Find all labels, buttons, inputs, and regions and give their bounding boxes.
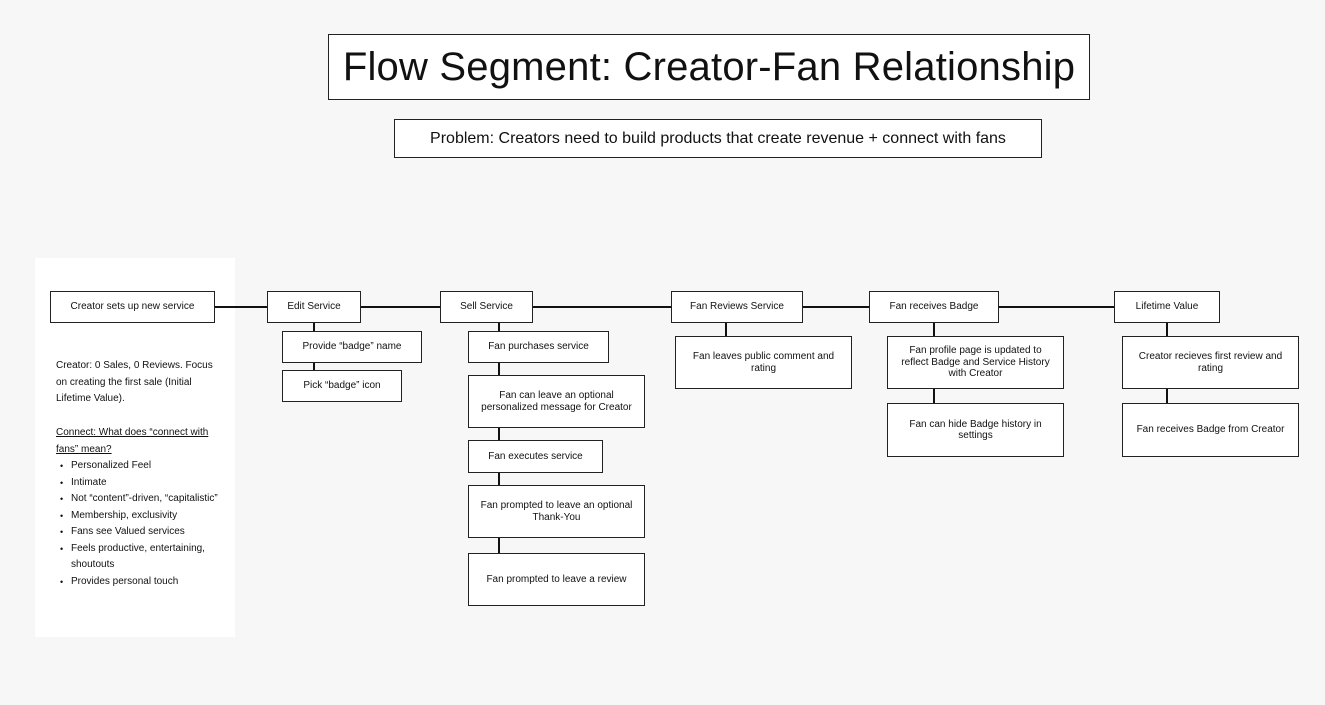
step-fan-hide-badge-history: Fan can hide Badge history in settings	[887, 403, 1064, 457]
connect-list-item: Fans see Valued services	[56, 524, 221, 541]
connector-line	[498, 427, 500, 441]
stage-sell-service: Sell Service	[440, 291, 533, 323]
connector-line	[498, 323, 500, 332]
step-fan-executes-service: Fan executes service	[468, 440, 603, 473]
connector-line	[933, 323, 935, 337]
step-fan-thank-you: Fan prompted to leave an optional Thank-…	[468, 485, 645, 538]
connect-list-item: Provides personal touch	[56, 574, 221, 591]
problem-statement: Problem: Creators need to build products…	[394, 119, 1042, 158]
connect-list-item: Personalized Feel	[56, 458, 221, 475]
step-pick-badge-icon: Pick “badge” icon	[282, 370, 402, 402]
connector-line	[313, 362, 315, 371]
connector-line	[1166, 388, 1168, 404]
stage-creator-setup: Creator sets up new service	[50, 291, 215, 323]
connect-list-item: Feels productive, entertaining, shoutout…	[56, 541, 221, 574]
creator-summary-note: Creator: 0 Sales, 0 Reviews. Focus on cr…	[56, 360, 213, 404]
step-fan-profile-updated: Fan profile page is updated to reflect B…	[887, 336, 1064, 389]
connect-list-item: Intimate	[56, 475, 221, 492]
connector-line	[725, 323, 727, 337]
connect-list-item: Membership, exclusivity	[56, 508, 221, 525]
connector-line	[498, 537, 500, 554]
connect-heading: Connect: What does “connect with fans” m…	[56, 427, 209, 455]
step-fan-personalized-message: Fan can leave an optional personalized m…	[468, 375, 645, 428]
connect-list-item: Not “content”-driven, “capitalistic”	[56, 491, 221, 508]
step-fan-leave-review: Fan prompted to leave a review	[468, 553, 645, 606]
connector-line	[498, 472, 500, 486]
stage-fan-receives-badge: Fan receives Badge	[869, 291, 999, 323]
connector-line	[1166, 323, 1168, 337]
connector-line	[313, 323, 315, 332]
step-fan-purchases-service: Fan purchases service	[468, 331, 609, 363]
page-title: Flow Segment: Creator-Fan Relationship	[328, 34, 1090, 100]
stage-fan-reviews-service: Fan Reviews Service	[671, 291, 803, 323]
stage-lifetime-value: Lifetime Value	[1114, 291, 1220, 323]
step-creator-first-review: Creator recieves first review and rating	[1122, 336, 1299, 389]
connector-line	[498, 362, 500, 376]
stage-edit-service: Edit Service	[267, 291, 361, 323]
step-fan-receives-badge-from-creator: Fan receives Badge from Creator	[1122, 403, 1299, 457]
step-provide-badge-name: Provide “badge” name	[282, 331, 422, 363]
connect-list: Personalized Feel Intimate Not “content”…	[56, 458, 221, 590]
step-fan-public-comment: Fan leaves public comment and rating	[675, 336, 852, 389]
connector-line	[933, 388, 935, 404]
main-flow-connector	[215, 306, 1115, 308]
